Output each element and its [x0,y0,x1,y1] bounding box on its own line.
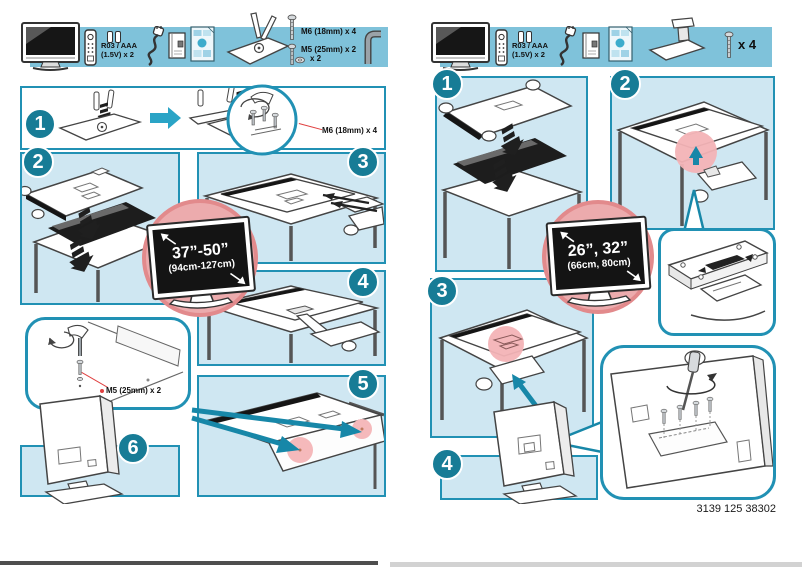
page-edge-bar-right [390,562,802,567]
assembled-tv-illustration [39,394,124,504]
step-bubble-3: 3 [426,275,458,307]
page-edge-bar-left [0,561,378,565]
step3-illustration [438,309,589,435]
screwdriver-icon [681,351,701,411]
step-bubble-6: 6 [117,432,149,464]
step-bubble-2: 2 [22,146,54,178]
screw-m5-label: M5 (25mm) x 2 [301,45,357,54]
power-cord-icon [559,26,577,66]
size-badge-tv: 37”-50” (94cm-127cm) [145,215,257,301]
hand-icon [343,224,359,236]
allen-key-detail-illustration [48,321,184,407]
battery-label-2: (1.5V) x 2 [512,50,545,59]
m6-callout-label: M6 (18mm) x 4 [322,126,378,135]
m5-callout-label: M5 (25mm) x 2 [106,386,162,395]
document-part-number: 3139 125 38302 [696,503,776,515]
right-detail-panel-screws [600,345,776,500]
step-bubble-4: 4 [431,448,463,480]
battery-label: R03 / AAA [512,41,548,50]
screw-hole-dot [100,389,104,393]
mount-detail-illustration [667,240,769,321]
screw-icon [660,396,714,438]
step-bubble-3: 3 [347,146,379,178]
hand-icon [438,102,454,114]
tv-icon [21,22,80,71]
washer-icon [295,56,305,64]
screw-icon [724,31,734,58]
screw-m6-label: M6 (18mm) x 4 [301,27,357,36]
size-badge-tv: 26”, 32” (66cm, 80cm) [545,215,652,297]
screw-pointer-arrows [191,407,362,453]
step-bubble-4: 4 [347,266,379,298]
step1-magnifier-circle [226,84,298,156]
battery-label: R03 / AAA [101,41,137,50]
right-size-badge: 26”, 32” (66cm, 80cm) [541,197,655,315]
step3-illustration [202,173,384,261]
tv-icon [431,22,490,71]
hand-icon [341,340,357,352]
washer-count-label: x 2 [310,54,322,63]
step1-illustration [438,79,584,269]
assembled-tv-illustration [493,400,578,504]
step2-illustration [616,101,770,226]
left-size-badge: 37”-50” (94cm-127cm) [142,196,260,318]
screw-icon [249,105,279,129]
hand-icon [475,377,493,391]
stand-base-icon [226,12,290,65]
battery-icon [518,30,534,48]
arrow-right-icon [150,107,181,129]
allen-key-icon [364,30,381,64]
power-cord-icon [147,26,165,66]
hand-icon [22,185,32,197]
screw-icon [76,359,84,388]
hand-icon [525,79,541,91]
step-bubble-2: 2 [609,68,641,100]
stand-with-mount-icon [648,17,706,61]
hand-icon [481,130,497,142]
step-bubble-5: 5 [347,368,379,400]
battery-label-2: (1.5V) x 2 [101,50,134,59]
poster-icon [608,26,633,62]
screw-count-label: x 4 [738,37,757,52]
arrow-up-icon [689,146,703,165]
manual-icon [582,32,600,59]
hand-icon [67,324,89,339]
manual-icon [168,32,186,59]
step-bubble-1: 1 [24,108,56,140]
step4-illustration [204,285,381,363]
right-detail-panel-mount [658,228,776,336]
remote-control-icon [495,29,508,66]
left-step1-panel [20,86,386,150]
hand-icon [250,91,274,105]
screw-m6-m5-icons [287,14,297,65]
battery-icon [107,30,123,48]
remote-control-icon [84,29,97,66]
step1-illustration [58,88,291,141]
hand-icon [31,208,45,220]
step-bubble-1: 1 [431,68,463,100]
screwdriver-detail-illustration [610,350,773,489]
poster-icon [190,26,215,62]
